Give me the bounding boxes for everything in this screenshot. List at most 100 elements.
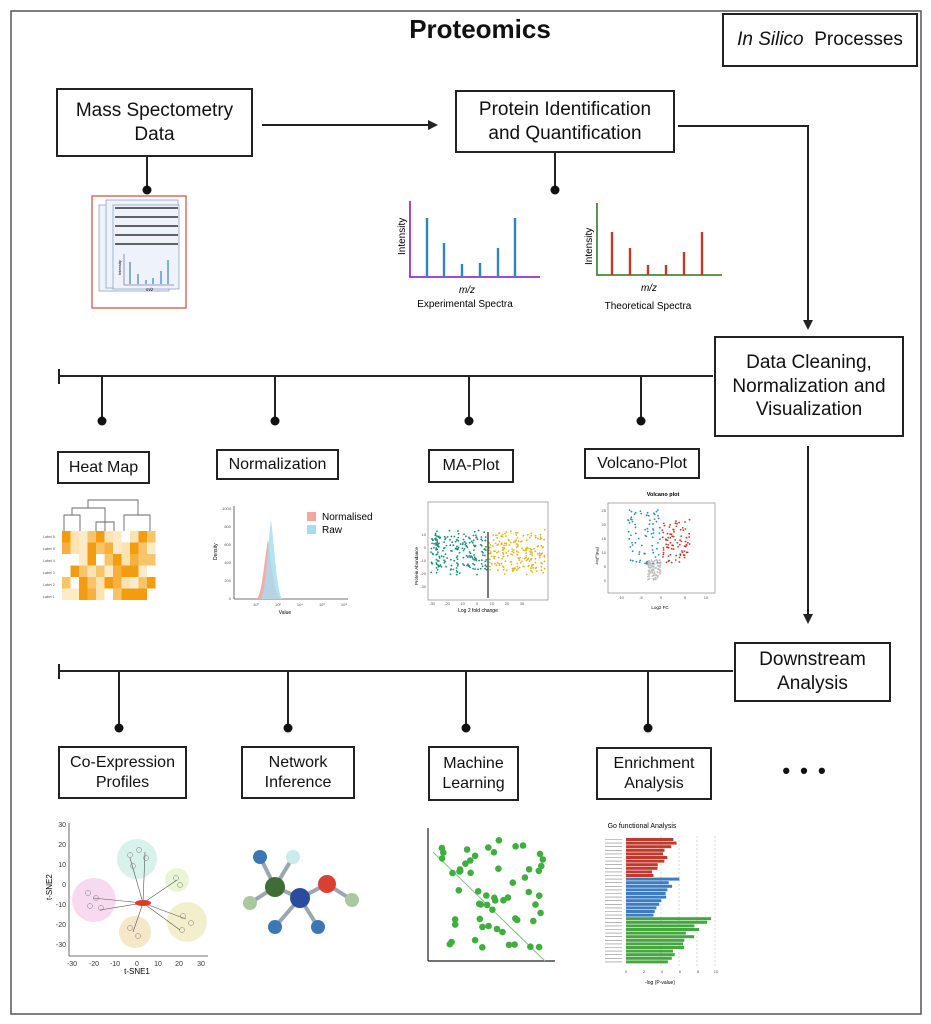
maplot-point xyxy=(457,546,460,549)
maplot-point xyxy=(514,540,516,542)
maplot-point xyxy=(481,565,484,568)
maplot-point xyxy=(536,570,538,572)
ml-point xyxy=(438,844,446,852)
maplot-point xyxy=(461,547,464,550)
maplot-point xyxy=(536,553,539,555)
maplot-point xyxy=(430,571,433,574)
maplot-point xyxy=(497,543,500,546)
enrichment-title: Go functional Analysis xyxy=(608,823,677,830)
maplot-point xyxy=(492,534,495,536)
doc-ylabel: Intensity xyxy=(117,260,122,275)
ma-ytick: -30 xyxy=(420,584,427,589)
dc-line1: Data Cleaning, xyxy=(746,351,872,373)
ma-ytick: -20 xyxy=(420,571,427,576)
tsne-ylabel: t-SNE2 xyxy=(45,874,54,900)
ml-point xyxy=(525,888,533,896)
ml-point xyxy=(493,925,501,933)
theoretical-spectra: Intensity m/z Theoretical Spectra xyxy=(584,203,722,312)
maplot-point xyxy=(472,558,474,560)
heatmap-cell xyxy=(138,577,147,589)
enrichment-bar xyxy=(626,935,695,939)
heatmap-cell xyxy=(96,565,105,577)
maplot-point xyxy=(461,543,464,546)
volcano-point xyxy=(649,519,651,522)
enrichment-bar xyxy=(626,874,654,877)
volcano-point xyxy=(638,553,640,555)
volcano-point xyxy=(668,559,671,562)
volcano-point xyxy=(680,535,683,537)
maplot-point xyxy=(465,535,467,538)
volcano-point xyxy=(659,570,662,573)
heatmap-cell xyxy=(70,588,79,600)
maplot-point xyxy=(493,556,495,558)
volcano-point xyxy=(647,573,650,575)
heatmap-cell xyxy=(96,588,105,600)
maplot-point xyxy=(488,558,491,561)
volcano-point xyxy=(669,553,672,556)
maplot-point xyxy=(455,556,458,559)
maplot-point xyxy=(504,560,507,562)
maplot-point xyxy=(466,556,469,558)
enrichment-bar xyxy=(626,848,665,852)
maplot-point xyxy=(517,540,520,543)
maplot-point xyxy=(537,545,540,547)
maplot-point xyxy=(528,536,531,539)
volcano-point xyxy=(683,556,686,559)
enrichment-bar xyxy=(626,946,684,949)
maplot-point xyxy=(507,550,510,552)
maplot-point xyxy=(440,555,443,558)
heatmap-cell xyxy=(138,565,147,577)
volcano-point xyxy=(648,523,651,526)
maplot-point xyxy=(489,561,491,564)
ml-point xyxy=(438,855,446,862)
maplot-point xyxy=(435,558,438,561)
maplot-point xyxy=(448,529,451,532)
maplot-point xyxy=(528,560,531,562)
maplot-point xyxy=(472,567,475,570)
volcano-point xyxy=(688,543,691,545)
volcano-point xyxy=(655,574,657,576)
maplot-point xyxy=(443,541,445,543)
norm-xticks: 10⁰ 10² 10⁴ 10⁶ 10⁸ xyxy=(253,602,347,607)
maplot-point xyxy=(476,573,478,576)
volcano-point xyxy=(647,578,649,581)
maplot-point xyxy=(451,550,453,552)
raw-density-curve xyxy=(260,520,283,599)
maplot-point xyxy=(444,537,447,539)
maplot-point xyxy=(488,542,491,544)
ml-line1: Machine xyxy=(443,754,504,772)
volcano-point xyxy=(657,517,660,520)
network-node xyxy=(311,920,325,934)
volcano-point xyxy=(688,518,691,521)
heatmap-cell xyxy=(130,542,139,554)
volcano-point xyxy=(656,571,659,573)
heatmap-cell xyxy=(87,531,96,543)
tsne-ytick: 30 xyxy=(58,822,66,829)
maplot-point xyxy=(466,546,469,549)
volcano-point xyxy=(628,509,631,511)
maplot-point xyxy=(505,552,508,554)
enrichment-bars xyxy=(605,838,712,964)
maplot-point xyxy=(531,563,533,566)
heatmap-cell xyxy=(147,588,156,600)
maplot-point xyxy=(468,564,470,567)
volcano-point xyxy=(630,518,633,521)
maplot-point xyxy=(488,549,491,552)
maplot-point xyxy=(491,545,494,547)
theoretical-ylabel: Intensity xyxy=(584,228,595,265)
maplot-point xyxy=(442,555,445,558)
maplot-point xyxy=(455,573,458,576)
ma-xtick: 30 xyxy=(520,601,525,606)
maplot-point xyxy=(494,562,496,565)
maplot-point xyxy=(436,559,439,562)
maplot-point xyxy=(435,562,438,564)
heatmap-cell xyxy=(62,554,71,566)
volcano-point xyxy=(651,544,654,547)
maplot-point xyxy=(502,555,505,558)
maplot-point xyxy=(539,556,541,559)
maplot-point xyxy=(538,552,541,555)
volcano-point xyxy=(640,544,643,547)
maplot-point xyxy=(497,556,500,559)
maplot-point xyxy=(540,562,542,564)
